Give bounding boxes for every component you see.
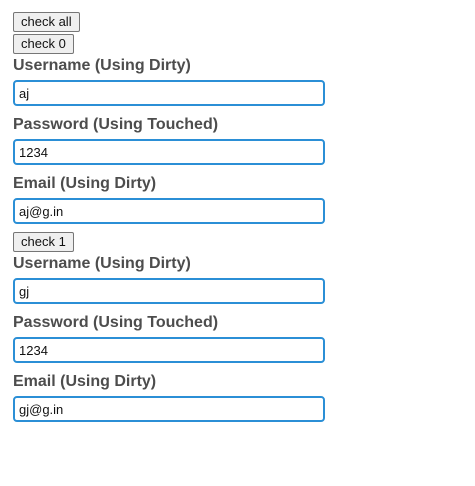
password-field-1: Password (Using Touched) [13, 313, 475, 363]
password-label: Password (Using Touched) [13, 116, 219, 133]
password-label: Password (Using Touched) [13, 314, 219, 331]
email-field-0: Email (Using Dirty) [13, 174, 475, 224]
email-label: Email (Using Dirty) [13, 373, 157, 390]
password-input[interactable] [13, 337, 325, 363]
user-group-0: check 0 Username (Using Dirty) Password … [13, 34, 475, 224]
form-page: check all check 0 Username (Using Dirty)… [13, 12, 475, 422]
email-field-1: Email (Using Dirty) [13, 372, 475, 422]
email-input[interactable] [13, 198, 325, 224]
check-1-button[interactable]: check 1 [13, 232, 74, 252]
username-label: Username (Using Dirty) [13, 57, 191, 74]
check-all-button[interactable]: check all [13, 12, 80, 32]
username-field-0: Username (Using Dirty) [13, 56, 475, 106]
email-label: Email (Using Dirty) [13, 175, 157, 192]
username-input[interactable] [13, 278, 325, 304]
user-group-1: check 1 Username (Using Dirty) Password … [13, 232, 475, 422]
email-input[interactable] [13, 396, 325, 422]
password-input[interactable] [13, 139, 325, 165]
username-field-1: Username (Using Dirty) [13, 254, 475, 304]
password-field-0: Password (Using Touched) [13, 115, 475, 165]
check-0-button[interactable]: check 0 [13, 34, 74, 54]
username-label: Username (Using Dirty) [13, 255, 191, 272]
username-input[interactable] [13, 80, 325, 106]
